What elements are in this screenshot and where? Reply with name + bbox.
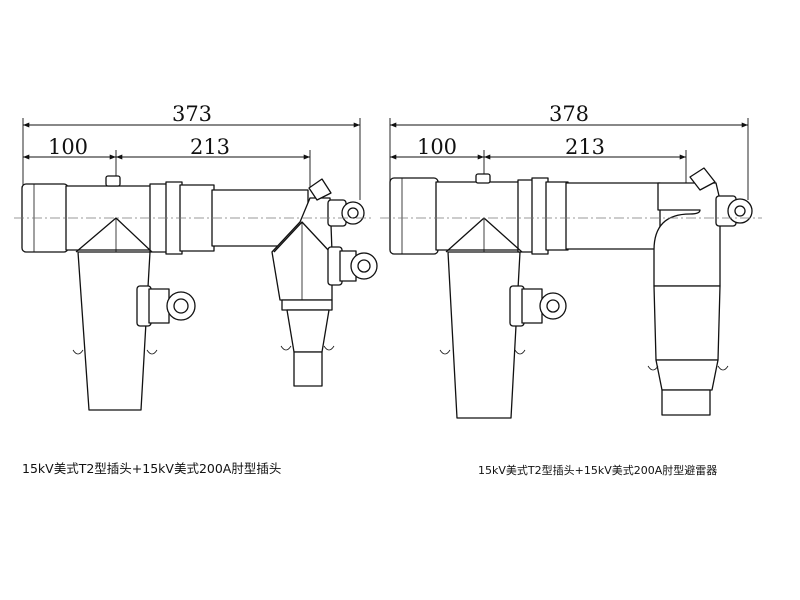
left-overall-dimension: 373 bbox=[172, 102, 212, 126]
right-caption: 15kV美式T2型插头+15kV美式200A肘型避雷器 bbox=[478, 464, 718, 477]
left-t-plug bbox=[21, 175, 309, 411]
left-elbow-plug bbox=[271, 178, 378, 387]
left-caption: 15kV美式T2型插头+15kV美式200A肘型插头 bbox=[22, 461, 282, 476]
right-t-plug bbox=[389, 173, 661, 419]
right-first-dimension: 100 bbox=[417, 135, 457, 159]
left-assembly: 373 100 213 bbox=[14, 102, 378, 411]
left-first-dimension: 100 bbox=[48, 135, 88, 159]
right-assembly: 378 100 213 bbox=[380, 102, 762, 419]
left-second-dimension: 213 bbox=[190, 135, 230, 159]
left-dimension-lines bbox=[22, 118, 361, 250]
right-overall-dimension: 378 bbox=[549, 102, 589, 126]
right-elbow-arrester bbox=[647, 167, 753, 416]
right-second-dimension: 213 bbox=[565, 135, 605, 159]
